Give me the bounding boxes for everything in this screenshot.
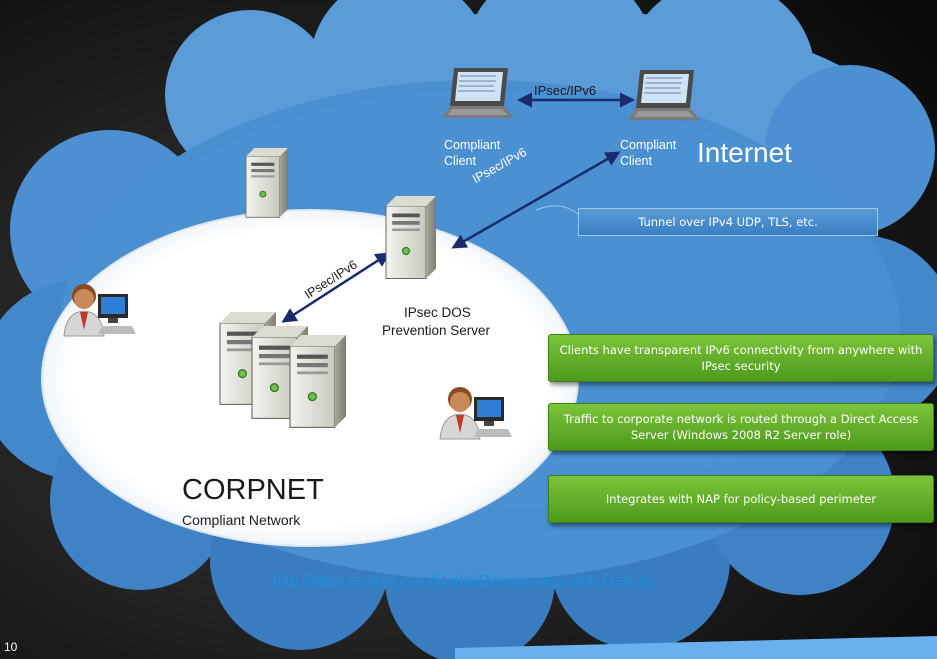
tunnel-pointer <box>535 205 579 215</box>
slide-number: 10 <box>4 640 18 654</box>
tunnel-box: Tunnel over IPv4 UDP, TLS, etc. <box>578 208 878 236</box>
corpnet-title: CORPNET <box>182 474 324 506</box>
client-right-label-2: Client <box>620 154 652 168</box>
callout-2: Traffic to corporate network is routed t… <box>548 403 934 451</box>
arrow-corp-dos <box>281 252 391 323</box>
server-icon <box>289 334 347 429</box>
client-left-label-2: Client <box>444 154 476 168</box>
server-icon <box>385 195 437 280</box>
footer-bar <box>455 636 937 659</box>
dos-label-1: IPsec DOS <box>404 305 471 320</box>
server-icon <box>245 147 289 218</box>
internet-label: Internet <box>697 137 792 168</box>
dos-label-2: Prevention Server <box>382 323 491 338</box>
corpnet-subtitle: Compliant Network <box>182 512 301 528</box>
callout-3: Integrates with NAP for policy-based per… <box>548 475 934 523</box>
callout-1: Clients have transparent IPv6 connectivi… <box>548 334 934 382</box>
client-left-label-1: Compliant <box>444 138 501 152</box>
ipsec-label-top: IPsec/IPv6 <box>534 83 597 98</box>
client-right-label-1: Compliant <box>620 138 677 152</box>
arrow-dos-internet <box>451 151 621 249</box>
reference-link[interactable]: http://edge.technet.com/Media/DirectAcce… <box>273 572 655 589</box>
